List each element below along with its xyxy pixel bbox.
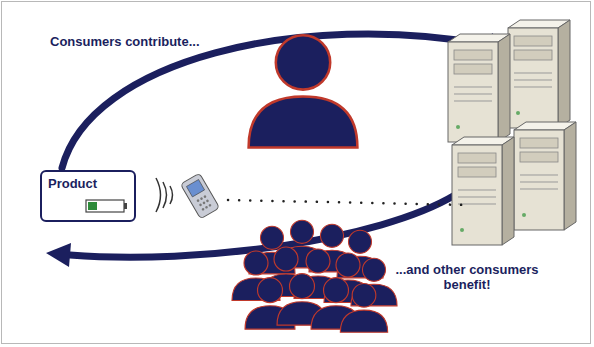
dotted-link <box>228 200 468 205</box>
phone-icon <box>180 173 219 219</box>
contribute-arrow <box>62 34 490 168</box>
benefit-arrow <box>70 195 455 257</box>
signal-waves <box>156 178 173 212</box>
caption-text: ...and other consumers benefit! <box>392 262 542 292</box>
crowd-icon <box>232 220 397 332</box>
arrow-head <box>46 243 71 267</box>
battery-icon <box>86 200 124 212</box>
contributor-icon <box>249 35 358 147</box>
node-label: Product <box>48 176 97 191</box>
product-box: Product <box>40 170 136 222</box>
caption-text: Consumers contribute... <box>50 34 250 49</box>
server-stack <box>448 20 576 245</box>
